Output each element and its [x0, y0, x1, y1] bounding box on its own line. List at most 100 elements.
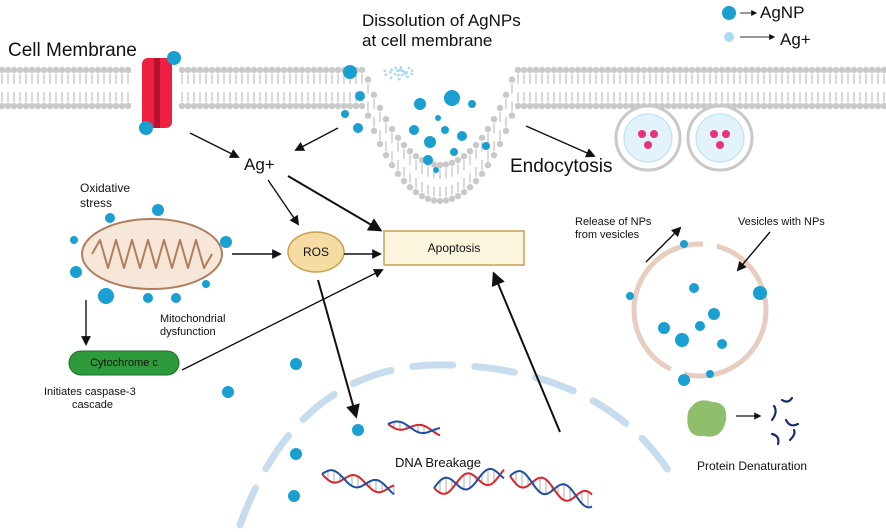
lipid-head	[490, 152, 498, 159]
lipid-head	[64, 102, 72, 110]
protein-denaturation-label: Protein Denaturation	[697, 459, 808, 473]
agnp-particle	[708, 308, 720, 320]
lipid-head	[568, 102, 576, 110]
lipid-head	[610, 66, 618, 74]
agnp-particle	[341, 110, 349, 118]
lipid-head	[496, 140, 504, 148]
dna-helix	[433, 467, 505, 495]
endocytic-vesicle-lumen	[623, 113, 673, 163]
lipid-head	[40, 66, 48, 74]
agnp-particle	[678, 374, 690, 386]
lipid-head	[526, 102, 534, 110]
vesicle-nanoparticle	[650, 130, 658, 138]
dna-strand-red	[433, 469, 505, 495]
lipid-head	[832, 102, 840, 110]
lipid-head	[178, 102, 186, 110]
lipid-head	[550, 102, 558, 110]
lipid-head	[184, 66, 192, 74]
lipid-head	[502, 91, 510, 99]
lipid-head	[712, 66, 720, 74]
ag-ion-dot	[389, 76, 393, 80]
ag-ion-dot	[410, 69, 414, 73]
ag-ion-dot	[388, 70, 392, 74]
agnp-particle	[152, 204, 164, 216]
ag-ion-dot	[396, 73, 400, 77]
lipid-head	[346, 102, 354, 110]
lipid-head	[556, 66, 564, 74]
ag-ion-dot	[384, 73, 388, 77]
agnp-particle	[482, 142, 490, 150]
lipid-head	[436, 161, 444, 169]
lipid-head	[118, 102, 126, 110]
lipid-head	[334, 102, 342, 110]
lipid-head	[820, 102, 828, 110]
lipid-head	[874, 66, 882, 74]
agnp-particle	[353, 123, 363, 133]
protein-blob	[687, 400, 727, 437]
agnp-particle	[414, 98, 426, 110]
lipid-head	[256, 102, 264, 110]
agnp-particle	[167, 51, 181, 65]
lipid-head	[772, 102, 780, 110]
lipid-head	[46, 102, 54, 110]
lipid-head	[22, 102, 30, 110]
lipid-head	[454, 192, 462, 200]
lipid-head	[238, 66, 246, 74]
lipid-head	[532, 66, 540, 74]
lipid-head	[628, 66, 636, 74]
ag-ion-dot	[410, 72, 414, 76]
lipid-head	[442, 161, 450, 168]
lipid-head	[202, 102, 210, 110]
release-nps-label-line1: Release of NPs	[575, 216, 652, 228]
lipid-head	[370, 91, 378, 99]
lipid-head	[694, 66, 702, 74]
lipid-head	[694, 102, 702, 110]
dna-strand-red	[509, 475, 593, 502]
oxidative-stress-label-line1: Oxidative	[80, 181, 131, 195]
lipid-head	[376, 104, 384, 112]
lipid-head	[202, 66, 210, 74]
lipid-head	[838, 102, 846, 110]
lipid-head	[82, 102, 90, 110]
dna-helix	[321, 469, 395, 496]
denatured-protein-strand	[770, 404, 777, 422]
lipid-head	[802, 66, 810, 74]
lipid-head	[274, 102, 282, 110]
lipid-head	[382, 152, 390, 159]
lipid-head	[472, 141, 480, 149]
denatured-protein-strand	[788, 428, 796, 442]
lipid-head	[226, 102, 234, 110]
lipid-head	[736, 66, 744, 74]
lipid-head	[784, 66, 792, 74]
lipid-head	[28, 102, 36, 110]
lipid-head	[826, 102, 834, 110]
lipid-head	[334, 66, 342, 74]
lipid-head	[112, 66, 120, 74]
lipid-head	[88, 66, 96, 74]
nucleus-envelope	[236, 361, 672, 529]
agnp-particle	[98, 288, 114, 304]
cell-membrane-bilayer	[0, 66, 886, 205]
lipid-head	[322, 66, 330, 74]
agnp-particle	[450, 148, 458, 156]
lipid-head	[484, 125, 492, 133]
mitochondrial-dysfunction-label-line2: dysfunction	[160, 326, 216, 338]
lipid-head	[682, 102, 690, 110]
lipid-head	[406, 184, 414, 191]
lipid-head	[4, 66, 12, 74]
lipid-head	[88, 102, 96, 110]
arrow-channel-to-ag	[189, 132, 240, 158]
lipid-head	[766, 102, 774, 110]
lipid-head	[688, 102, 696, 110]
lipid-head	[670, 66, 678, 74]
oxidative-stress-label-line2: stress	[80, 196, 113, 210]
lipid-head	[448, 195, 456, 203]
agnp-particle	[689, 283, 699, 293]
lipid-head	[880, 66, 886, 74]
lipid-head	[214, 66, 222, 74]
lipid-head	[460, 152, 468, 160]
lipid-head	[238, 102, 246, 110]
agnp-particle	[658, 322, 670, 334]
agnp-particle	[355, 91, 365, 101]
caspase-label-line2: cascade	[72, 399, 113, 411]
